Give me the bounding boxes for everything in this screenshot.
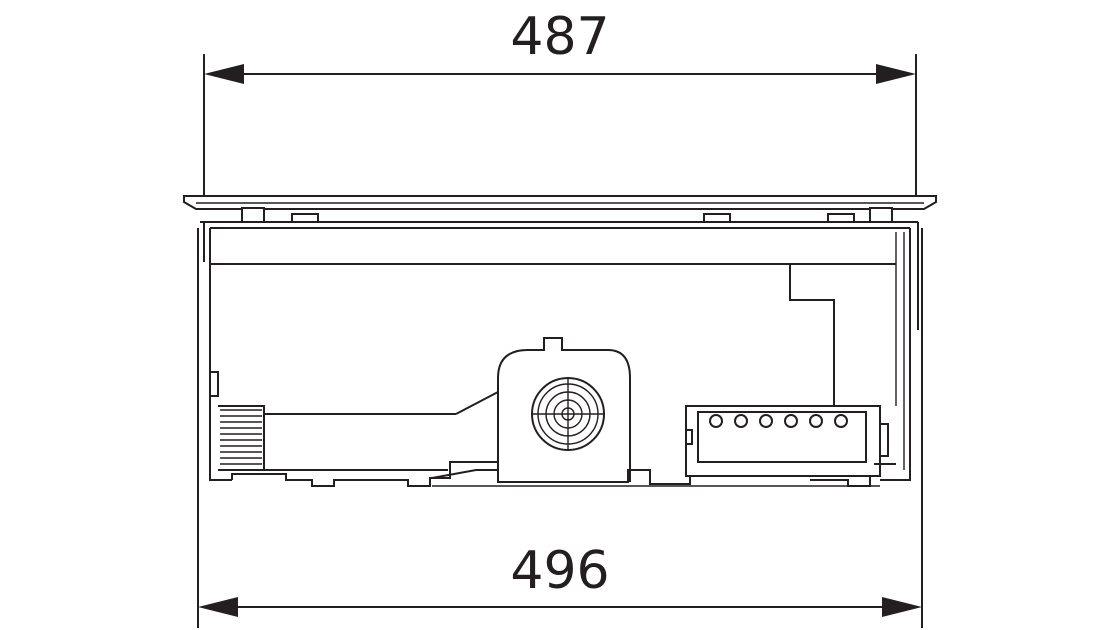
vent-block [218, 405, 265, 471]
fan-grille-icon [531, 377, 605, 451]
clip-right-inner [827, 213, 855, 223]
top-dim-arrow-left [204, 64, 244, 84]
cover-plate [183, 195, 937, 210]
vent-slots [220, 409, 262, 465]
bottom-dim-arrow-left [198, 597, 238, 617]
bottom-dim-arrow-right [882, 597, 922, 617]
top-dim-arrow-right [876, 64, 916, 84]
clip-left-outer [241, 207, 265, 223]
base-profile [231, 461, 871, 487]
wall-right [880, 222, 919, 481]
shelf-diagonal [455, 391, 499, 415]
terminal-holes [709, 414, 848, 428]
terminal-block [685, 405, 881, 477]
clip-right-outer [869, 207, 893, 223]
wall-left [203, 222, 232, 481]
top-dim-label: 487 [510, 7, 609, 67]
clip-left-inner [291, 213, 319, 223]
terminal-block-front [697, 411, 867, 463]
base-slope [431, 469, 498, 479]
housing-drawing [183, 195, 937, 487]
left-small-tab [210, 371, 219, 397]
top-dimension: 487 [203, 7, 917, 196]
fan-housing [497, 337, 631, 482]
bottom-dim-label: 496 [510, 541, 609, 601]
bottom-dimension: 496 [197, 228, 923, 628]
terminal-left-notch [686, 429, 693, 445]
clip-mid-right [703, 213, 731, 223]
right-bracket [789, 264, 835, 406]
terminal-right-clip [874, 423, 896, 465]
